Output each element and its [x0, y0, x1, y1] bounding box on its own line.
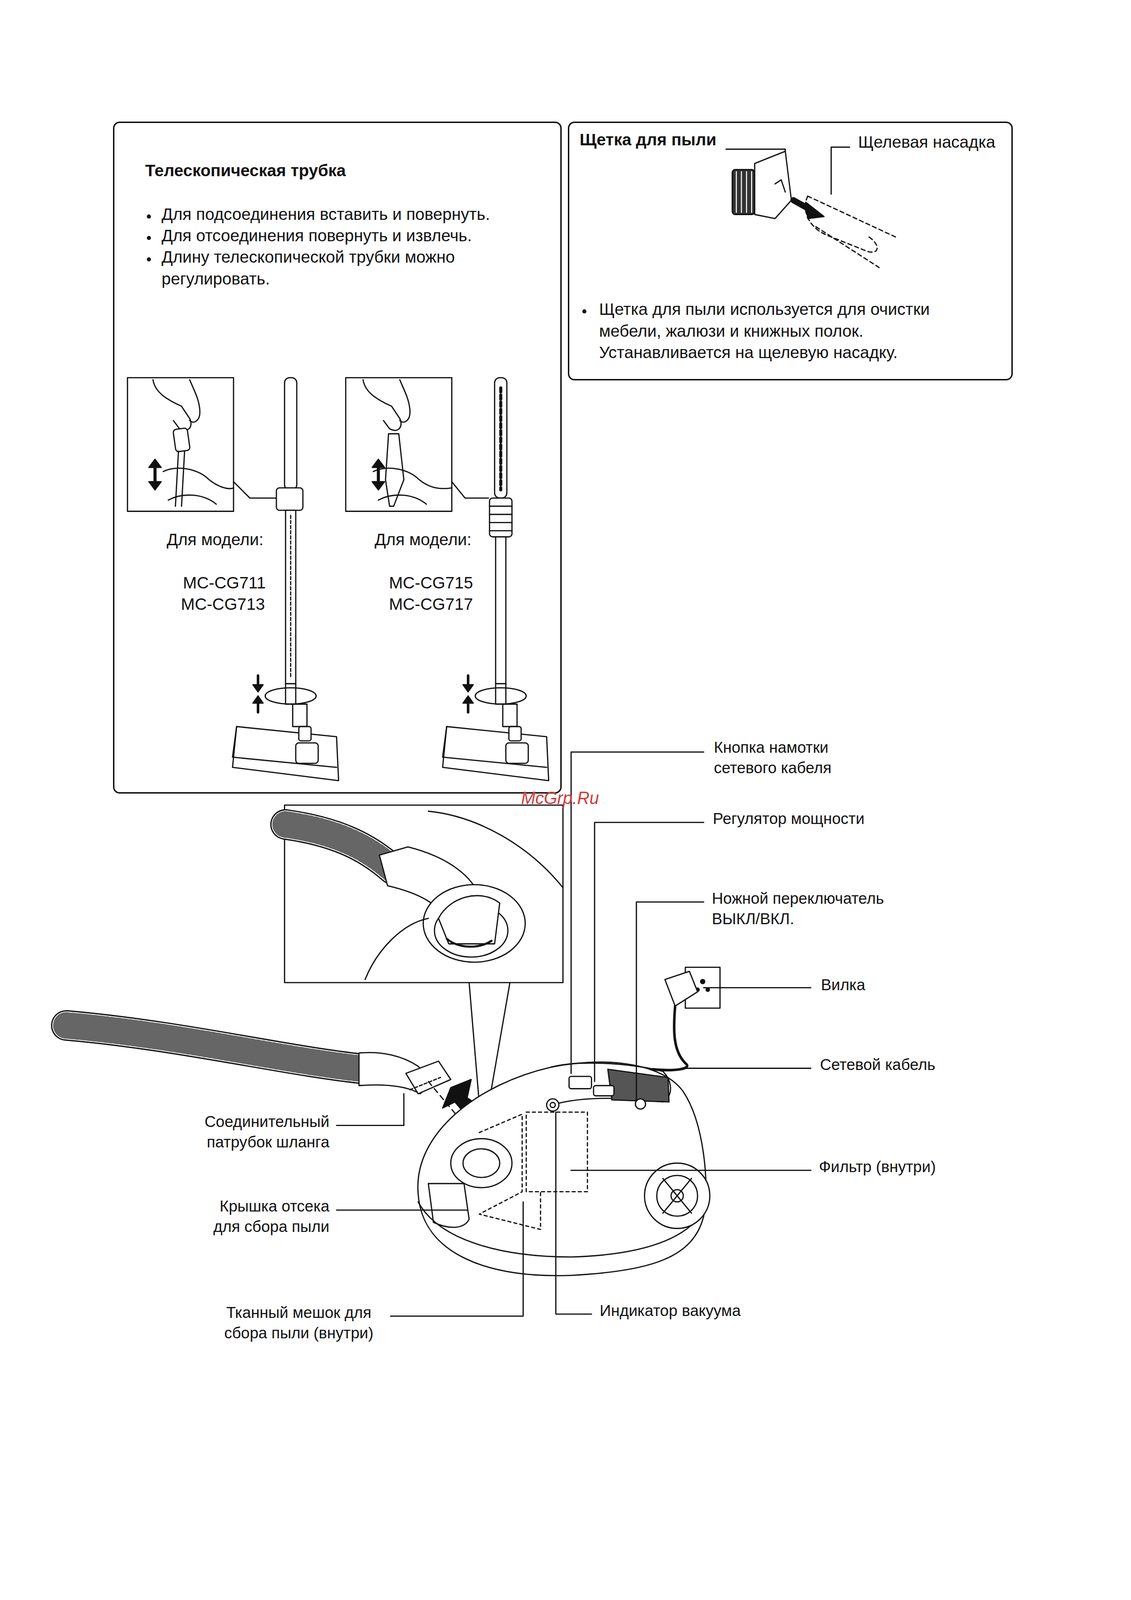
panel-text: MC-CG717: [388, 593, 473, 615]
part-label: Фильтр (внутри): [819, 1156, 936, 1178]
panel-text: Для модели:: [374, 528, 472, 551]
panel-text: MC-CG713: [180, 593, 265, 615]
panel-text: Длину телескопической трубки можно регул…: [161, 245, 499, 290]
panel-heading: Телескопическая трубка: [145, 159, 346, 182]
panel-text: MC-CG711: [182, 571, 266, 594]
part-label: Индикатор вакуума: [599, 1300, 741, 1321]
panel-text: Щелевая насадка: [857, 131, 996, 153]
panel-text: Щетка для пыли используется для очистки …: [599, 298, 992, 364]
info-panel: Щетка для пыли Щелевая насадкаЩетка для п…: [567, 121, 1013, 381]
panel-text: Для модели:: [166, 528, 264, 551]
watermark: McGrp.Ru: [521, 787, 600, 810]
part-label: Крышка отсека для сбора пыли: [189, 1196, 330, 1237]
panel-text: Для отсоединения повернуть и извлечь.: [161, 224, 472, 247]
panel-text: Для подсоединения вставить и повернуть.: [161, 203, 491, 226]
part-label: Регулятор мощности: [712, 808, 865, 830]
part-label: Соединительный патрубок шланга: [189, 1111, 330, 1153]
part-label: Кнопка намотки сетевого кабеля: [714, 737, 855, 779]
part-label: Ножной переключатель ВЫКЛ/ВКЛ.: [711, 888, 906, 930]
panel-heading: Щетка для пыли: [579, 128, 717, 151]
panel-text: MC-CG715: [388, 571, 473, 594]
info-panel: Телескопическая трубкаДля подсоединения …: [113, 121, 562, 794]
part-label: Вилка: [820, 974, 866, 996]
part-label: Сетевой кабель: [819, 1054, 936, 1075]
part-label: Тканный мешок для сбора пыли (внутри): [212, 1302, 386, 1344]
